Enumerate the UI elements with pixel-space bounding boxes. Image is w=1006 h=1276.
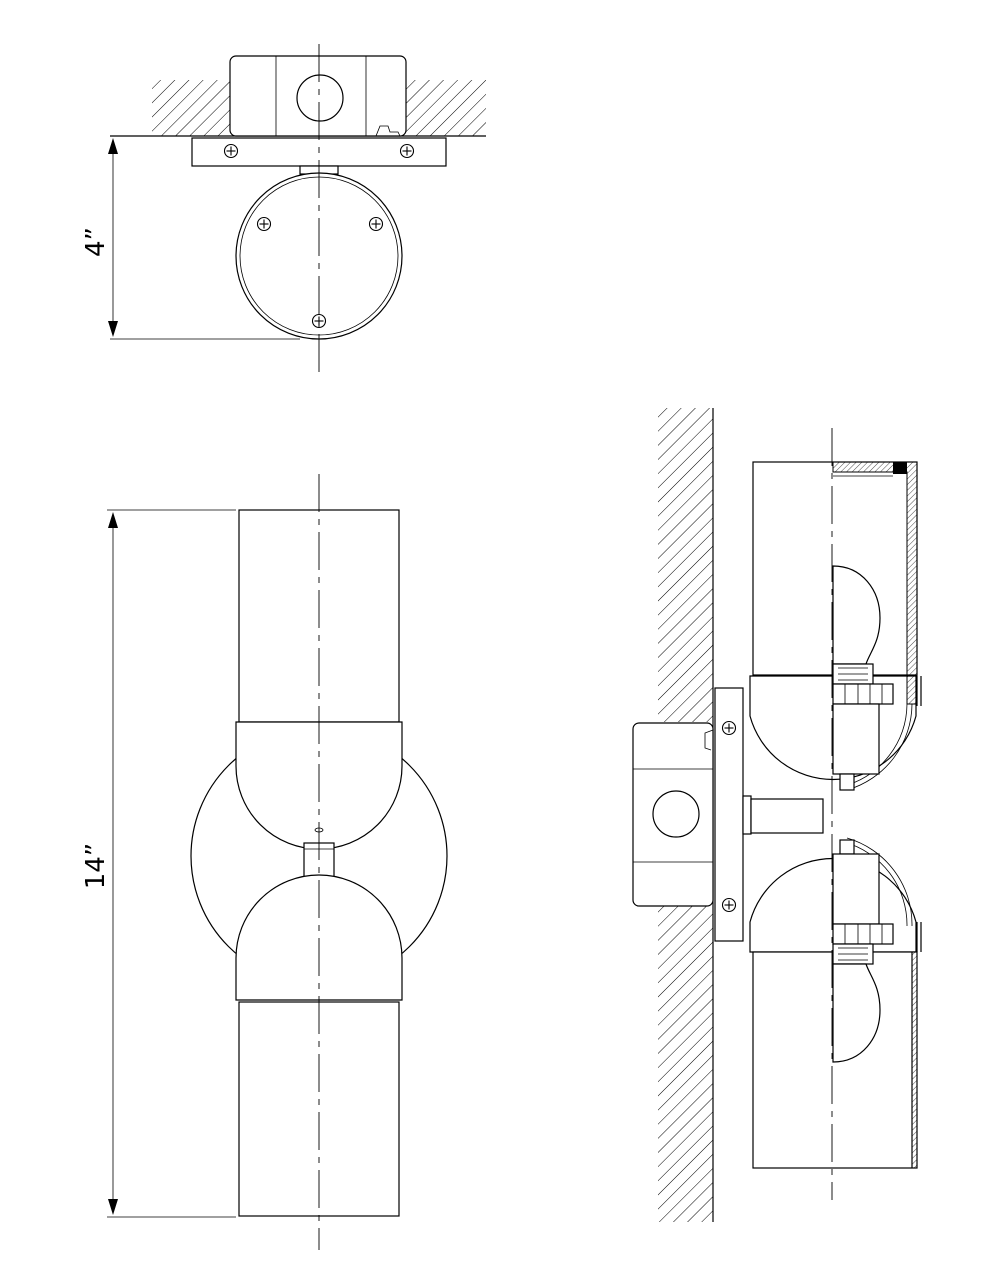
screw-icon	[399, 143, 415, 159]
side-mounting-plate	[714, 687, 824, 942]
front-view: 14”	[81, 474, 448, 1250]
depth-dimension-label: 4”	[81, 227, 111, 257]
height-dimension-label: 14”	[81, 843, 111, 890]
screw-icon	[721, 897, 737, 913]
screw-icon	[368, 216, 384, 232]
junction-box	[229, 55, 407, 137]
top-view: 4”	[81, 44, 486, 376]
screw-icon	[256, 216, 272, 232]
screw-icon	[721, 720, 737, 736]
side-lower-shade	[749, 837, 922, 1169]
lower-shade	[235, 874, 403, 1217]
wall-hatch	[658, 408, 714, 1222]
side-junction-box	[632, 722, 714, 907]
screw-icon	[223, 143, 239, 159]
side-upper-shade	[749, 461, 922, 791]
depth-dimension: 4”	[81, 138, 300, 340]
height-dimension: 14”	[81, 509, 236, 1218]
side-section-view	[632, 408, 922, 1222]
ceiling-hatch	[110, 80, 486, 137]
